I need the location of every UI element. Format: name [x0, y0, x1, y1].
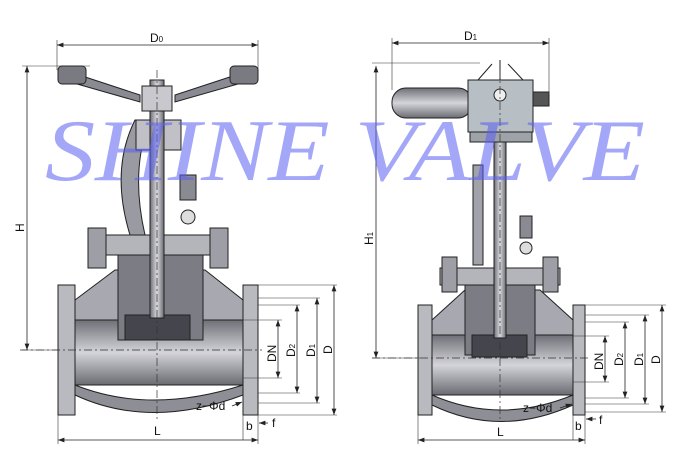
right-dimensions: D1 H1 DN D2 D1 D z−Φd L b f — [362, 29, 666, 444]
dim-L-label: L — [154, 424, 161, 438]
bonnet — [87, 119, 229, 269]
dim-DN-label: DN — [592, 353, 606, 370]
dim-D0-label: D0 — [150, 31, 164, 45]
dim-f-label: f — [272, 416, 276, 430]
dim-b-label: b — [246, 419, 253, 433]
dim-D2-label: D2 — [612, 352, 626, 366]
electric-globe-valve — [372, 60, 590, 422]
watermark-text: SHINE VALVE — [45, 103, 645, 200]
bonnet — [439, 164, 561, 293]
manual-globe-valve — [20, 65, 262, 420]
dim-L-label: L — [497, 425, 504, 439]
dim-D1-label: D1 — [304, 343, 318, 357]
bolt-holes-label: z−Φd — [196, 399, 225, 413]
electric-actuator — [391, 60, 550, 143]
dim-f-label: f — [599, 413, 603, 427]
dim-H1-label: H1 — [362, 231, 376, 245]
dim-H-label: H — [13, 223, 27, 232]
dim-D2-label: D2 — [284, 343, 298, 357]
dim-b-label: b — [575, 419, 582, 433]
dim-D1-label: D1 — [632, 352, 646, 366]
dim-D1-actuator-label: D1 — [464, 29, 478, 43]
left-dimensions: D0 H DN D2 D1 D z−Φd L b f — [13, 31, 337, 444]
dim-DN-label: DN — [265, 345, 279, 362]
bolt-holes-label: z−Φd — [523, 401, 552, 415]
dim-D-label: D — [649, 355, 663, 364]
dim-D-label: D — [321, 345, 335, 354]
